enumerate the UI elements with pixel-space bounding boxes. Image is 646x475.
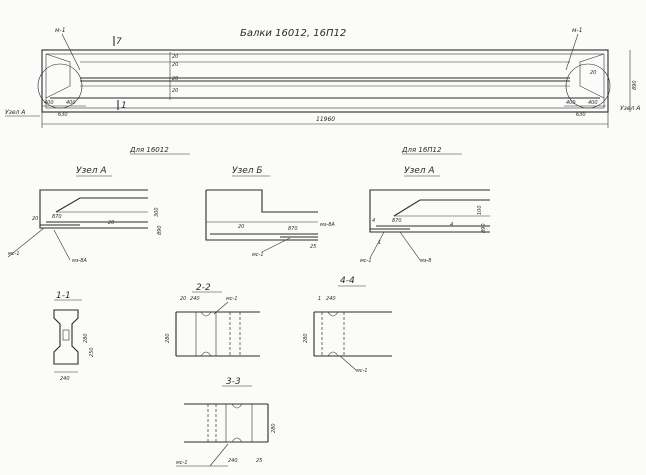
header-for-16p12: Для 16П12 xyxy=(401,146,442,154)
dim-left-630: 630 xyxy=(58,112,68,118)
uzel-b-mz8a: мз-8А xyxy=(320,222,335,228)
section-mark-7: 7 xyxy=(116,37,122,47)
m1-left-leader xyxy=(61,33,81,71)
uzel-a-mz8a: мз-8А xyxy=(72,258,87,264)
uzel-a-mc1-leader xyxy=(7,227,45,258)
uzel-b-outline-top xyxy=(206,189,318,213)
node-a-circle-right xyxy=(565,63,611,109)
uzel-a2-mc1: мс-1 xyxy=(360,258,372,264)
uzel-a2-mz8-leader xyxy=(399,231,421,261)
uzel-a-dim-2: 20 xyxy=(108,220,114,226)
m1-left-label: м-1 xyxy=(55,27,66,34)
uzel-b-dim-25: 25 xyxy=(310,244,316,250)
section-3-3-title: 3-3 xyxy=(226,377,241,387)
section-2-2-notch-bottom xyxy=(200,351,212,357)
uzel-b-outline xyxy=(205,190,318,241)
dim-right-inner: 20 xyxy=(590,70,596,76)
dim-left-400a: 400 xyxy=(44,100,54,106)
section-1-1-title: 1-1 xyxy=(56,291,71,301)
section-3-3-notch-bottom xyxy=(231,437,243,443)
section-3-3-notch-top xyxy=(231,403,243,409)
uzel-a2-dim-870: 870 xyxy=(392,218,402,224)
section-4-4-dim-280: 280 xyxy=(303,333,309,343)
section-4-4-mc1: мс-1 xyxy=(356,368,368,374)
section-2-2-core xyxy=(195,311,217,357)
drawing-title: Балки 16012, 16П12 xyxy=(240,28,346,39)
mid-dim-3: 20 xyxy=(172,76,178,82)
section-2-2-dim-220: 240 xyxy=(190,296,200,302)
section-4-4-notch-top xyxy=(327,311,339,317)
uzel-a2-dim-890: 890 xyxy=(481,223,487,233)
height-dim: 890 xyxy=(632,80,638,90)
uzel-a-dim-890: 890 xyxy=(157,225,163,235)
section-2-2-title: 2-2 xyxy=(196,283,211,293)
section-2-2-mc1-leader xyxy=(213,301,229,315)
right-end-bevel xyxy=(579,53,605,99)
node-a-circle-left xyxy=(37,63,83,109)
section-3-3-core xyxy=(225,403,253,443)
section-2-2-dim-20: 20 xyxy=(180,296,186,302)
dim-right-400a: 400 xyxy=(566,100,576,106)
section-2-2-notch-top xyxy=(200,311,212,317)
uzel-a-mc1: мс-1 xyxy=(8,251,20,257)
dim-left-400b: 400 xyxy=(66,100,76,106)
uzel-a-dim-300: 300 xyxy=(154,207,160,217)
uzel-b-dim-870: 870 xyxy=(288,226,298,232)
section-4-4-dim-240: 240 xyxy=(326,296,336,302)
section-4-4-mc1-leader xyxy=(339,355,357,371)
section-1-1-dim-240: 240 xyxy=(60,376,70,382)
m1-right-label: м-1 xyxy=(572,27,583,34)
section-3-3-dim-240: 240 xyxy=(228,458,238,464)
uzel-a2-mark-4: 4 xyxy=(450,222,453,228)
uzel-a2-dim-10: 1 xyxy=(378,240,381,246)
mid-dim-1: 20 xyxy=(172,54,178,60)
uzel-a2-dim-4: 4 xyxy=(372,218,375,224)
section-2-2-dim-280: 280 xyxy=(165,333,171,343)
uzel-a-outline xyxy=(39,189,148,229)
uzel-a2-title: Узел А xyxy=(404,166,435,176)
uzel-a-title: Узел А xyxy=(76,166,107,176)
uzel-a2-dim-100: 100 xyxy=(477,205,483,215)
section-2-2-mc1: мс-1 xyxy=(226,296,238,302)
mid-dim-4: 20 xyxy=(172,88,178,94)
section-1-1-dim-250: 250 xyxy=(89,347,95,357)
uzel-a-bevel xyxy=(55,197,148,213)
uzel-a2-mz8: мз-8 xyxy=(420,258,431,264)
uzel-b-mc1: мс-1 xyxy=(252,252,264,258)
uzel-b-title: Узел Б xyxy=(232,166,263,176)
uzel-a2-bevel xyxy=(393,199,490,217)
section-1-1-rebar xyxy=(62,329,70,341)
uzel-a-dim-870: 870 xyxy=(52,214,62,220)
section-4-4-notch-bottom xyxy=(327,351,339,357)
section-3-3-dim-280: 280 xyxy=(271,423,277,433)
overall-length: 11960 xyxy=(316,116,335,123)
node-a-label-left: Узел А xyxy=(5,109,25,116)
section-3-3-mc1-leader xyxy=(209,443,229,467)
left-end-bevel xyxy=(45,53,71,99)
mid-dim-2: 20 xyxy=(172,62,178,68)
header-for-16012: Для 16012 xyxy=(129,146,169,154)
section-3-3-dim-25: 25 xyxy=(256,458,262,464)
m1-right-leader xyxy=(565,33,579,71)
section-4-4-title: 4-4 xyxy=(340,276,355,286)
uzel-b-mark-3: 20 xyxy=(238,224,244,230)
section-4-4-dim-10: 1 xyxy=(318,296,321,302)
section-mark-1: 1 xyxy=(121,101,127,111)
section-1-1-profile xyxy=(53,309,79,365)
uzel-a-mz8a-leader xyxy=(53,229,71,261)
dim-right-630: 630 xyxy=(576,112,586,118)
uzel-a2-outline xyxy=(369,189,490,233)
section-3-3-mc1: мс-1 xyxy=(176,460,188,466)
uzel-a2-mc1-leader xyxy=(369,231,385,259)
section-1-1-dim-280: 280 xyxy=(83,333,89,343)
uzel-b-mc1-leader xyxy=(261,237,291,253)
beam-outline xyxy=(41,49,609,113)
beam-inner-outline xyxy=(45,53,605,109)
dim-right-400b: 400 xyxy=(588,100,598,106)
uzel-a-dim-20: 20 xyxy=(32,216,38,222)
